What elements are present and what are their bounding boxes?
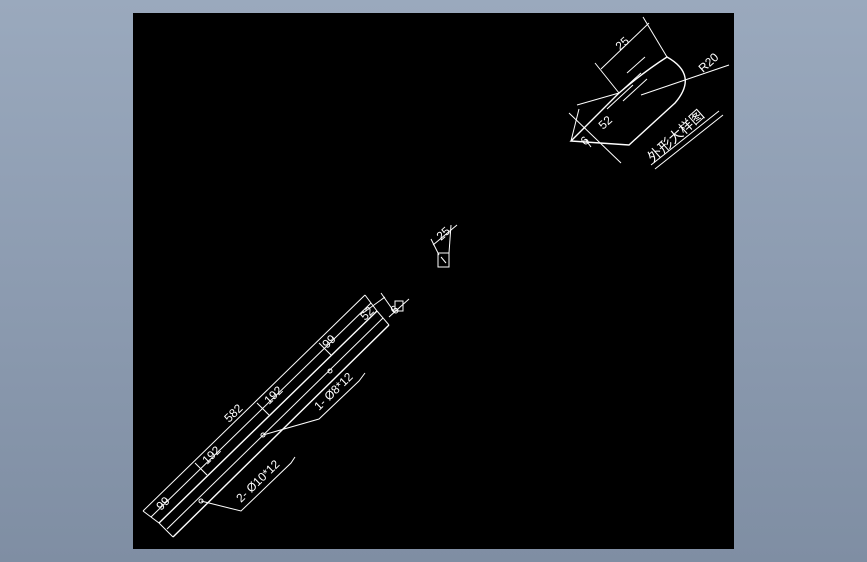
detail-centerline [626,56,646,74]
bar-end-right [376,310,390,326]
section-dim-line [432,224,458,246]
detail-dim-width-ext2 [642,16,668,58]
dim-section-line [362,296,386,314]
bar-edge-bottom [172,324,390,538]
detail-dim-height-ext [576,92,620,106]
cad-drawing: 25 R20 52 6 外形大样图 25 [142,16,730,538]
detail-radius-leader [640,64,730,96]
detail-outline [569,56,686,146]
detail-dim-width-ext1 [594,62,620,94]
section-dim-ext1 [430,238,440,256]
dim-tick-2 [194,462,208,476]
detail-inner-line [606,84,634,110]
dim-tick-4 [318,342,332,356]
note-large-holes-text: 2- Ø10*12 [233,457,282,505]
bar-edge-top [158,310,378,524]
detail-slot-top [616,72,642,96]
dim-segments-line [150,302,372,518]
dim-tick-1 [142,510,160,524]
bar-end-left [158,522,174,538]
detail-slot-bottom [622,78,648,102]
detail-title-text: 外形大样图 [645,107,708,166]
dim-thickness-line [388,298,410,318]
leader-large-hole [200,456,296,512]
dim-end-right-text: 99 [319,332,339,352]
dim-end-left-text: 99 [153,494,173,514]
note-small-holes-text: 1- Ø8*12 [311,369,356,413]
dim-section-ext [380,292,396,314]
detail-view: 25 R20 52 6 外形大样图 [568,16,730,170]
detail-dim-width-line [600,22,650,70]
detail-dim-height-line [568,112,622,164]
detail-dim-radius-text: R20 [696,50,722,75]
section-dim-ext2 [448,224,452,254]
dim-total-line [142,294,366,512]
main-view: 582 99 192 192 99 52 6 1- Ø8*12 2- Ø10*1… [142,292,410,538]
cad-drawing-canvas[interactable]: 25 R20 52 6 外形大样图 25 [133,13,734,549]
detail-title-underline [650,110,720,166]
bar-edge-inner [166,317,384,530]
dim-tick-3 [256,402,270,416]
detail-dim-height-ext2 [570,108,580,142]
dim-total-text: 582 [221,401,245,425]
detail-title-underline-2 [654,114,724,170]
leader-small-hole [262,372,366,436]
section-outline [437,252,450,268]
section-inner [440,256,447,264]
detail-dim-width-text: 25 [613,34,633,54]
hole-small [327,368,333,374]
dim-tick-5 [364,294,378,312]
hole-large-1 [260,432,266,438]
section-view: 25 [430,224,458,268]
detail-dim-height-text: 52 [596,113,616,133]
dim-thickness-marker [394,300,404,312]
detail-dim-small-line [584,138,592,148]
